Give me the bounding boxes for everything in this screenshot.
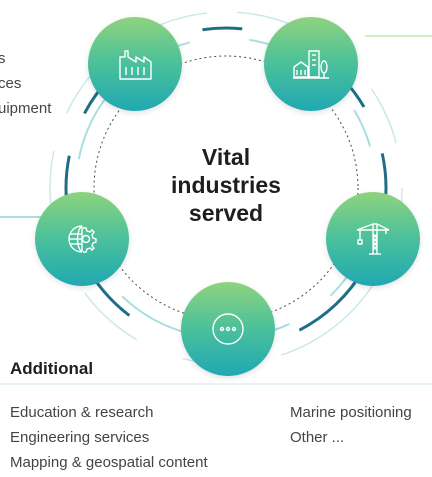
additional-right-list: Marine positioning Other ... xyxy=(290,400,412,450)
node-city-buildings[interactable] xyxy=(264,17,358,111)
node-more-options[interactable] xyxy=(181,282,275,376)
node-globe-gear[interactable] xyxy=(35,192,129,286)
node-construction-crane[interactable] xyxy=(326,192,420,286)
list-item: Marine positioning xyxy=(290,404,412,421)
factory-icon xyxy=(119,50,152,80)
construction-crane-icon xyxy=(356,223,390,255)
globe-gear-icon xyxy=(68,225,97,253)
center-title: Vital industries served xyxy=(160,143,292,227)
more-options-icon xyxy=(212,313,244,345)
center-title-line-1: Vital xyxy=(201,144,251,170)
list-item: Mapping & geospatial content xyxy=(10,454,208,471)
additional-title: Additional xyxy=(10,359,94,378)
node-factory[interactable] xyxy=(88,17,182,111)
snippet-line-1: s xyxy=(0,50,6,67)
inner-dotted-ring xyxy=(93,55,359,321)
snippet-line-2: ces xyxy=(0,75,22,92)
center-title-line-2: industries xyxy=(171,172,281,198)
list-item: Engineering services xyxy=(10,429,150,446)
list-item: Education & research xyxy=(10,404,154,421)
center-title-line-3: served xyxy=(188,200,264,226)
city-buildings-icon xyxy=(293,50,329,79)
top-left-snippet: s ces uipment xyxy=(0,46,51,121)
list-item: Other ... xyxy=(290,429,345,446)
additional-left-list: Education & research Engineering service… xyxy=(10,400,208,475)
snippet-line-3: uipment xyxy=(0,100,52,117)
